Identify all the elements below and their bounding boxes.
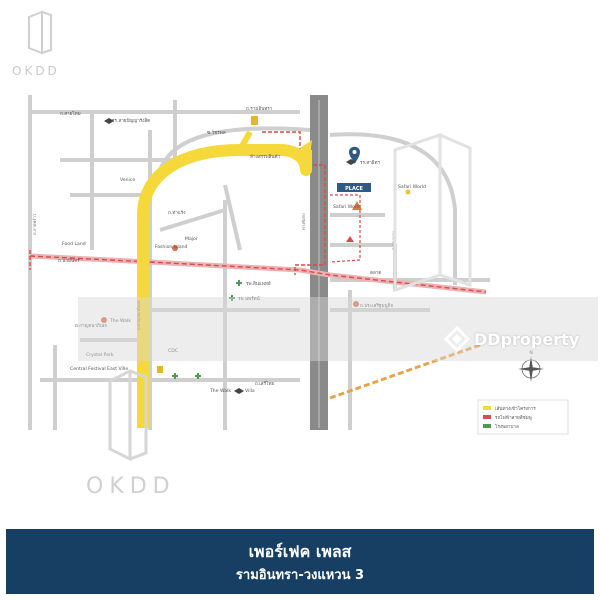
project-subtitle: รามอินทรา-วงแหวน 3 [235, 568, 365, 583]
project-title: เพอร์เฟค เพลส [248, 542, 352, 561]
compass-icon: N [518, 350, 544, 382]
svg-text:The Walk: The Walk [109, 318, 131, 324]
svg-text:Safari World: Safari World [398, 184, 426, 190]
svg-text:Safari World: Safari World [333, 204, 361, 210]
svg-text:Crystal Park: Crystal Park [86, 352, 114, 358]
ddproperty-text: DDproperty [474, 329, 580, 349]
svg-text:รพ.สินแพทย์: รพ.สินแพทย์ [246, 280, 271, 287]
svg-text:รร.สาธิตฯ: รร.สาธิตฯ [360, 160, 381, 166]
svg-text:ถ.รามอินทรา: ถ.รามอินทรา [246, 106, 273, 112]
svg-text:รถไฟฟ้าสายสีชมพู: รถไฟฟ้าสายสีชมพู [495, 414, 532, 421]
svg-text:ห้างสรรพสินค้า: ห้างสรรพสินค้า [250, 154, 281, 160]
red-route [262, 131, 326, 275]
svg-text:ถ.ประเสริฐมนูกิจ: ถ.ประเสริฐมนูกิจ [360, 303, 393, 309]
svg-text:โรงพยาบาล: โรงพยาบาล [495, 423, 519, 430]
svg-text:CDC: CDC [168, 348, 178, 354]
svg-text:Villa: Villa [245, 388, 255, 394]
svg-text:รร.สายปัญญารังสิต: รร.สายปัญญารังสิต [112, 117, 150, 124]
okdd-watermark-text: OKDD [86, 474, 176, 499]
okdd-logo-text-top: OKDD [12, 64, 60, 78]
svg-text:The Walk: The Walk [209, 388, 231, 394]
svg-text:ตลาด: ตลาด [370, 271, 381, 276]
svg-text:Major: Major [185, 236, 198, 242]
ddproperty-watermark: DDproperty [444, 326, 579, 352]
svg-text:ถ.เสรีไทย: ถ.เสรีไทย [255, 380, 274, 387]
svg-text:ถ.ลาดพร้าว: ถ.ลาดพร้าว [32, 213, 37, 235]
svg-text:ถ.ท่าแร้ง: ถ.ท่าแร้ง [168, 210, 186, 216]
project-pin-icon [349, 146, 360, 164]
svg-text:ถ.กาญจนาภิเษก: ถ.กาญจนาภิเษก [75, 323, 108, 329]
project-label: PLACE [345, 186, 363, 192]
svg-text:เส้นทางเข้าโครงการ: เส้นทางเข้าโครงการ [495, 405, 536, 412]
svg-text:ถ.สายไหม: ถ.สายไหม [60, 110, 81, 117]
project-label-box [337, 183, 371, 192]
ddproperty-logo-icon [444, 326, 470, 352]
svg-text:ซ.วัชรพล: ซ.วัชรพล [207, 129, 226, 136]
project-banner: เพอร์เฟค เพลส รามอินทรา-วงแหวน 3 [6, 529, 594, 594]
yellow-access-route [137, 144, 312, 428]
svg-text:ทางพิเศษ: ทางพิเศษ [301, 213, 306, 230]
watermark-band [78, 297, 598, 361]
okdd-watermark-icon [108, 368, 148, 462]
svg-text:Food Land: Food Land [62, 241, 86, 247]
svg-text:N: N [529, 350, 532, 356]
okdd-logo-icon [28, 10, 52, 55]
svg-text:Central Festival East Ville: Central Festival East Ville [70, 366, 128, 372]
svg-text:รพ.นพรัตน์: รพ.นพรัตน์ [238, 295, 261, 302]
svg-text:ถ.กาญจนาภิเษก: ถ.กาญจนาภิเษก [136, 300, 141, 330]
legend: เส้นทางเข้าโครงการ รถไฟฟ้าสายสีชมพู โรงพ… [477, 399, 569, 435]
svg-text:ถ.นวมินทร์: ถ.นวมินทร์ [58, 257, 80, 264]
location-map: PLACE รร.สายปัญญารังสิต ถ.รามอินทรา ถ.สา… [28, 95, 569, 435]
svg-text:Venice: Venice [120, 177, 135, 183]
svg-text:Fashion Island: Fashion Island [155, 244, 188, 250]
